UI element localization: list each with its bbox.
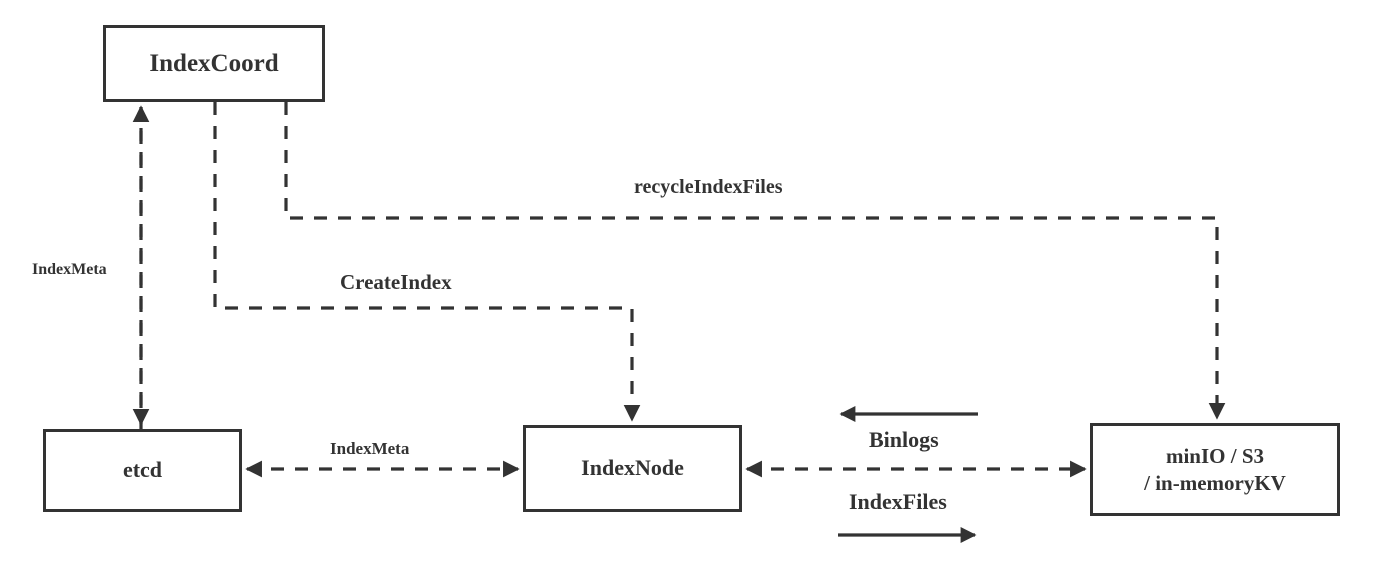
edge-label-recycle-index-files: recycleIndexFiles <box>634 176 783 198</box>
node-indexnode-label: IndexNode <box>581 455 684 481</box>
edge-label-index-meta-node: IndexMeta <box>330 439 410 458</box>
node-etcd-label: etcd <box>122 457 163 483</box>
node-indexcoord[interactable]: IndexCoord <box>103 25 325 102</box>
edge-label-index-files: IndexFiles <box>849 489 947 514</box>
edge-label-index-meta-coord: IndexMeta <box>32 261 107 278</box>
node-storage-label: minIO / S3 / in-memoryKV <box>1144 443 1286 495</box>
node-indexcoord-label: IndexCoord <box>149 49 279 77</box>
edge-label-create-index: CreateIndex <box>340 270 452 294</box>
connector-create-index <box>213 102 641 422</box>
node-storage[interactable]: minIO / S3 / in-memoryKV <box>1090 423 1340 516</box>
node-indexnode[interactable]: IndexNode <box>523 425 742 512</box>
node-etcd[interactable]: etcd <box>43 429 242 512</box>
edge-label-binlogs: Binlogs <box>869 427 939 452</box>
connector-recycle-index-files <box>284 102 1226 420</box>
